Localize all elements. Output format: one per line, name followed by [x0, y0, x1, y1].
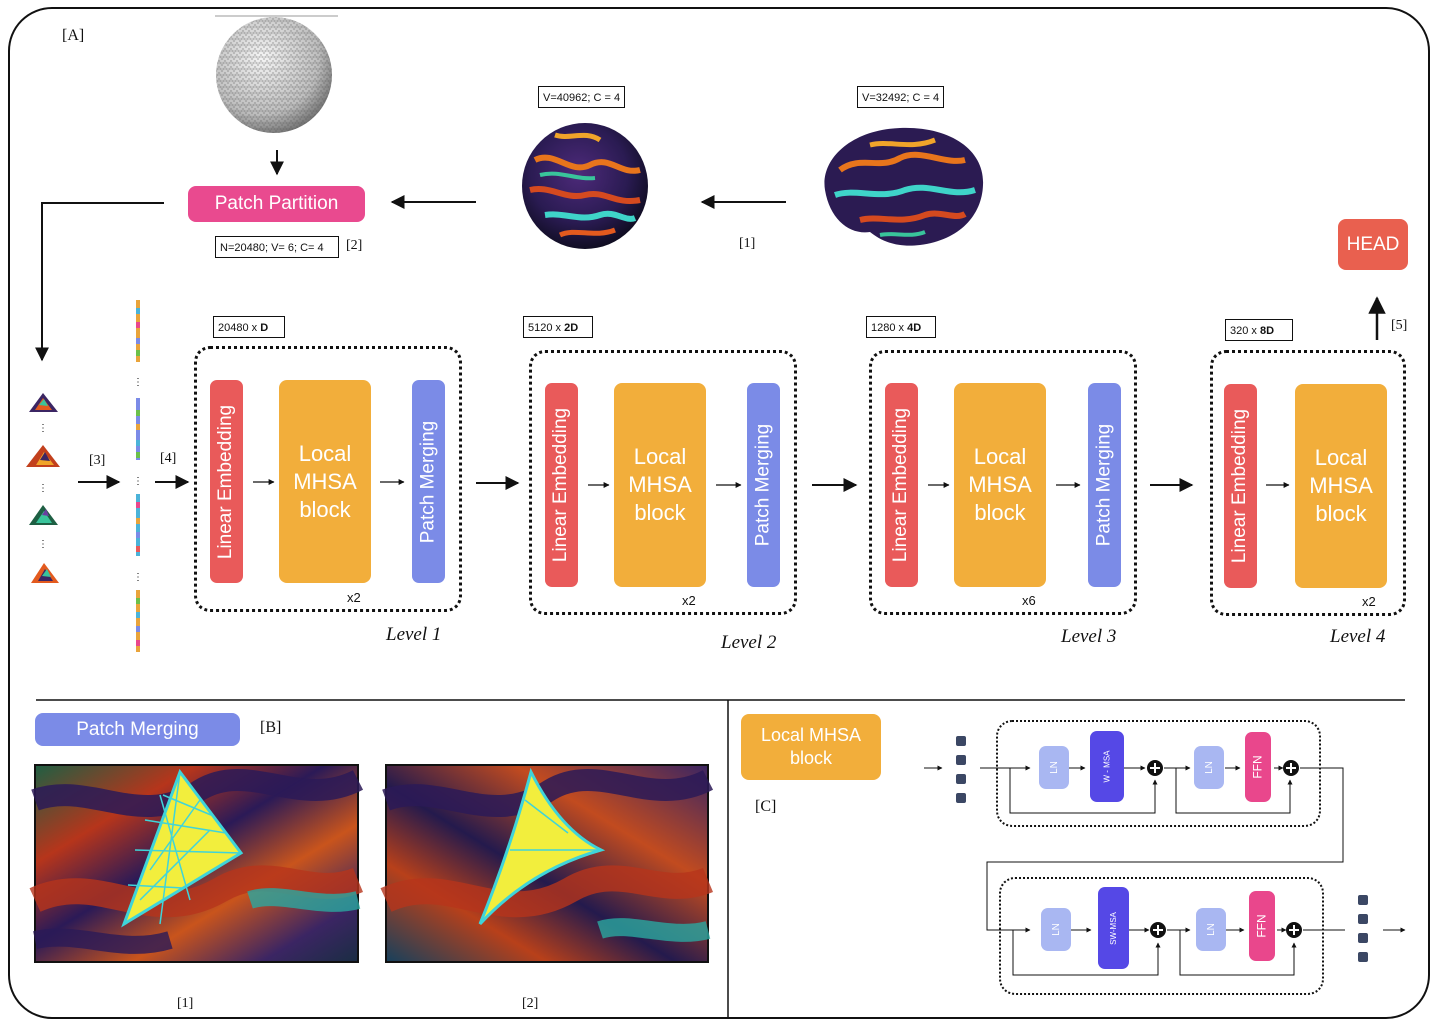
level-3-dim: 1280 x 4D — [866, 316, 936, 338]
row2-ffn: FFN — [1249, 891, 1275, 961]
level-1-dim: 20480 x D — [213, 316, 285, 338]
level-2-linear-embedding: Linear Embedding — [545, 383, 578, 587]
step-4-label: [4] — [160, 451, 177, 466]
partition-label: N=20480; V= 6; C= 4 — [215, 236, 339, 258]
step-5-label: [5] — [1391, 318, 1408, 333]
step-1-label: [1] — [739, 236, 756, 251]
panel-a-tag: [A] — [62, 27, 85, 44]
sw-msa-block-container — [999, 877, 1324, 995]
input-tokens-icon — [956, 736, 966, 803]
row1-w-msa: W - MSA — [1090, 731, 1124, 802]
svg-text:⋮: ⋮ — [133, 377, 143, 388]
level-4-dim: 320 x 8D — [1225, 319, 1293, 341]
row2-sw-msa: SW-MSA — [1098, 887, 1129, 969]
brain-vertex-label: V=32492; C = 4 — [857, 86, 945, 108]
level-4-linear-embedding: Linear Embedding — [1224, 384, 1257, 588]
level-3-linear-embedding: Linear Embedding — [885, 383, 918, 587]
row1-ln-2: LN — [1194, 746, 1224, 789]
panel-c-tag: [C] — [755, 798, 777, 815]
level-4-title: Level 4 — [1330, 626, 1386, 647]
level-2-patch-merging: Patch Merging — [747, 383, 780, 587]
level-1-repeat: x2 — [347, 590, 361, 605]
svg-text:⋮: ⋮ — [38, 539, 48, 550]
level-4-repeat: x2 — [1362, 594, 1376, 609]
level-2-title: Level 2 — [721, 632, 777, 653]
level-4-container — [1210, 350, 1406, 616]
patch-triangle-icons: ⋮ ⋮ ⋮ — [26, 393, 60, 583]
level-2-dim: 5120 x 2D — [523, 316, 593, 338]
figure-frame — [8, 7, 1430, 1019]
sphere-brain-icon — [522, 123, 648, 249]
svg-text:⋮: ⋮ — [133, 572, 143, 583]
level-1-linear-embedding: Linear Embedding — [210, 380, 243, 583]
merge-image-2 — [380, 764, 714, 963]
token-column: ⋮ ⋮ ⋮ — [133, 300, 143, 652]
svg-text:⋮: ⋮ — [133, 476, 143, 487]
merge-image-1-label: [1] — [177, 996, 194, 1011]
level-3-patch-merging: Patch Merging — [1088, 383, 1121, 587]
panel-b-tag: [B] — [260, 719, 282, 736]
level-2-repeat: x2 — [682, 593, 696, 608]
add-node-icon — [1147, 760, 1302, 938]
inflated-brain-icon — [824, 127, 984, 246]
merge-image-1 — [29, 764, 364, 963]
w-msa-block-container — [996, 720, 1321, 827]
level-1-container — [194, 346, 462, 612]
head-box: HEAD — [1338, 219, 1408, 270]
level-3-title: Level 3 — [1061, 626, 1117, 647]
step-2-label: [2] — [346, 238, 363, 253]
row1-ffn: FFN — [1245, 732, 1271, 802]
output-tokens-icon — [1358, 895, 1368, 962]
merge-image-2-label: [2] — [522, 996, 539, 1011]
svg-text:⋮: ⋮ — [38, 423, 48, 434]
level-3-container — [869, 350, 1137, 615]
step-3-label: [3] — [89, 453, 106, 468]
patch-partition-box: Patch Partition — [188, 186, 365, 222]
svg-text:⋮: ⋮ — [38, 483, 48, 494]
row1-ln-1: LN — [1039, 746, 1069, 789]
row2-ln-1: LN — [1041, 908, 1071, 951]
level-2-container — [529, 350, 797, 615]
level-1-title: Level 1 — [386, 624, 442, 645]
level-3-repeat: x6 — [1022, 593, 1036, 608]
row2-ln-2: LN — [1196, 908, 1226, 951]
level-1-patch-merging: Patch Merging — [412, 380, 445, 583]
patch-merging-chip: Patch Merging — [35, 713, 240, 746]
sphere-vertex-label: V=40962; C = 4 — [538, 86, 626, 108]
